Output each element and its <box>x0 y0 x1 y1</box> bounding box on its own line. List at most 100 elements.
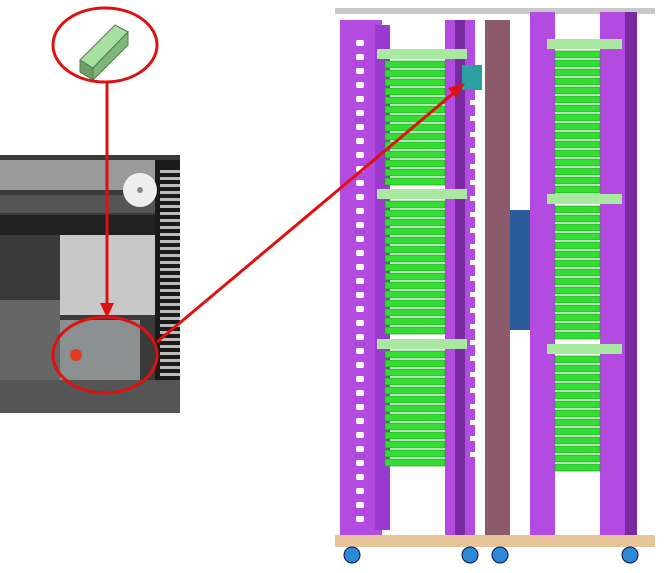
module-slot <box>554 176 601 185</box>
module-slot <box>554 364 601 373</box>
module-slot <box>554 259 601 268</box>
callout-circle-module <box>51 6 159 84</box>
module-slot <box>554 295 601 304</box>
module-slot <box>554 95 601 104</box>
module-slot <box>554 241 601 250</box>
module-slot <box>384 96 446 105</box>
module-slot <box>384 263 446 272</box>
module-slot <box>384 326 446 335</box>
module-slot <box>554 391 601 400</box>
module-slot <box>554 59 601 68</box>
module-slot <box>384 227 446 236</box>
module-slot <box>554 304 601 313</box>
callouts <box>51 6 456 395</box>
module-slot <box>554 214 601 223</box>
callout-circle-photo <box>51 315 159 395</box>
module-slot <box>554 463 601 472</box>
caster-wheel <box>491 546 509 564</box>
caster-wheel <box>343 546 361 564</box>
callout-arrow-rack <box>156 90 456 344</box>
module-slot <box>554 86 601 95</box>
module-slot <box>554 286 601 295</box>
module-slot <box>384 150 446 159</box>
module-slot <box>384 69 446 78</box>
module-slot <box>554 322 601 331</box>
module-slot <box>384 141 446 150</box>
module-slot <box>554 409 601 418</box>
arrowhead-icon <box>100 303 114 318</box>
module-slot <box>554 223 601 232</box>
caster-wheel <box>461 546 479 564</box>
module-shelf <box>547 39 622 49</box>
module-slot <box>554 104 601 113</box>
module-slot <box>554 418 601 427</box>
rack-column-right <box>530 12 555 535</box>
module-slot <box>554 331 601 340</box>
module-slot <box>384 431 446 440</box>
module-slot <box>384 254 446 263</box>
module-slot <box>384 308 446 317</box>
module-slot <box>384 422 446 431</box>
module-slot <box>384 87 446 96</box>
module-slot <box>554 313 601 322</box>
module-slot <box>384 60 446 69</box>
module-slot <box>384 114 446 123</box>
module-slot <box>384 168 446 177</box>
sensor-module-icon <box>79 24 129 82</box>
module-slot <box>384 236 446 245</box>
rack-base <box>335 535 655 547</box>
module-slot <box>554 355 601 364</box>
rack-diagram <box>335 8 655 564</box>
module-shelf <box>377 189 467 199</box>
module-shelf <box>377 49 467 59</box>
module-slot <box>384 404 446 413</box>
module-slot <box>554 113 601 122</box>
module-slot <box>554 277 601 286</box>
module-slot <box>384 105 446 114</box>
module-slot <box>554 122 601 131</box>
module-slot <box>384 78 446 87</box>
module-slot <box>554 50 601 59</box>
module-slot <box>384 159 446 168</box>
module-slot <box>554 427 601 436</box>
module-slot <box>554 68 601 77</box>
module-slot <box>554 77 601 86</box>
module-slot <box>384 386 446 395</box>
module-slot <box>384 440 446 449</box>
module-slot <box>384 200 446 209</box>
module-slot <box>384 209 446 218</box>
module-slot <box>554 205 601 214</box>
module-slot <box>384 317 446 326</box>
module-slot <box>384 413 446 422</box>
module-slot <box>384 377 446 386</box>
module-slot <box>554 149 601 158</box>
module-slot <box>384 368 446 377</box>
module-shelf <box>377 339 467 349</box>
module-slot <box>554 158 601 167</box>
module-slot <box>384 449 446 458</box>
module-slot <box>384 350 446 359</box>
module-slot <box>384 281 446 290</box>
module-shelf <box>547 194 622 204</box>
module-slot <box>384 290 446 299</box>
module-slot <box>554 445 601 454</box>
arrowhead-icon <box>448 83 465 98</box>
module-slot <box>384 458 446 467</box>
equipment-photo <box>0 155 180 413</box>
module-slot <box>384 218 446 227</box>
caster-wheel <box>621 546 639 564</box>
module-slot <box>554 185 601 194</box>
module-slot <box>384 132 446 141</box>
module-slot <box>554 167 601 176</box>
module-slot <box>384 299 446 308</box>
module-slot <box>554 382 601 391</box>
module-slot <box>554 454 601 463</box>
module-slot <box>384 359 446 368</box>
module-slot <box>554 373 601 382</box>
module-slot <box>554 131 601 140</box>
module-slot <box>554 232 601 241</box>
module-slot <box>554 268 601 277</box>
module-slot <box>384 395 446 404</box>
module-slot <box>384 272 446 281</box>
